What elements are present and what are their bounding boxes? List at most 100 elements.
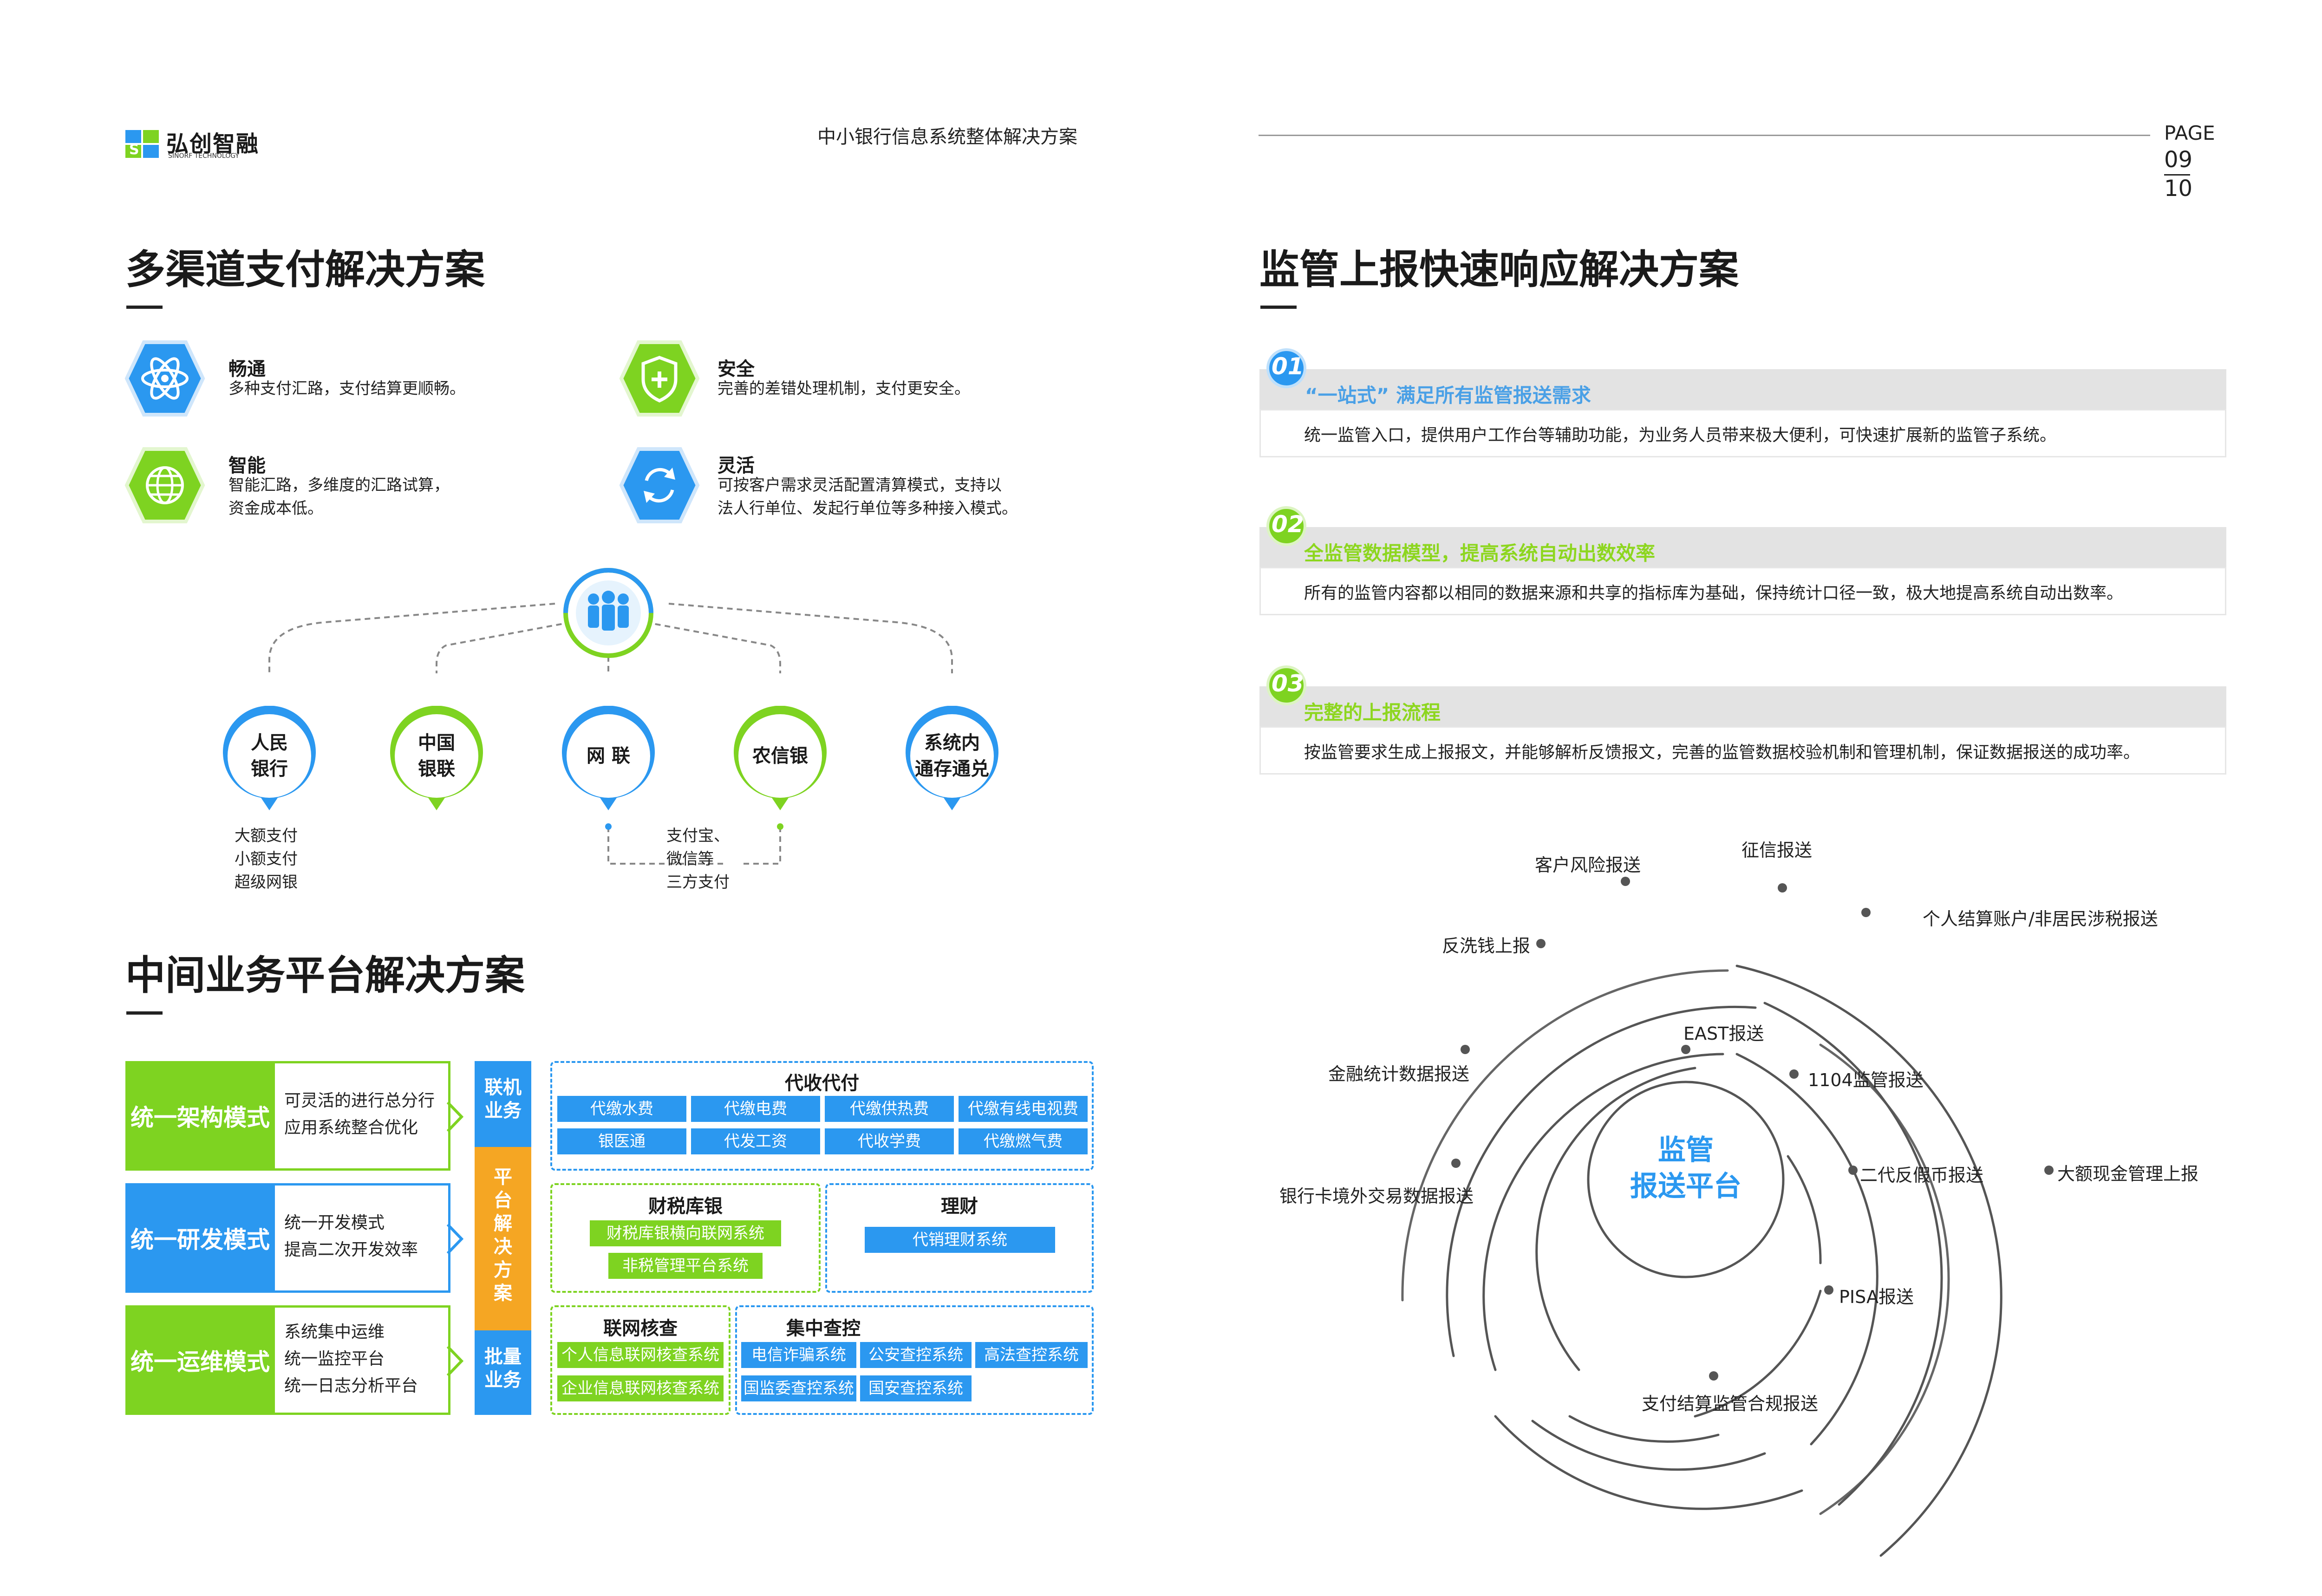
service-chip: 企业信息联网核查系统 — [557, 1375, 724, 1401]
channel-pin-icon — [906, 706, 998, 810]
number-badge-icon — [1266, 506, 1306, 546]
item-desc: 所有的监管内容都以相同的数据来源和共享的指标库为基础，保持统计口径一致，极大地提… — [1304, 584, 2124, 603]
channel-label: 系统内 通存通兑 — [915, 732, 989, 780]
page-number-left: 09 — [2164, 147, 2193, 173]
service-chip: 代缴有线电视费 — [959, 1096, 1088, 1122]
feature-desc: 完善的差错处理机制，支付更安全。 — [717, 379, 970, 398]
service-chip: 代缴供热费 — [825, 1096, 954, 1122]
platform-title-dash — [126, 1011, 163, 1015]
group-title: 财税库银 — [648, 1196, 723, 1217]
number-badge-icon — [1266, 348, 1306, 388]
item-number: 03 — [1272, 670, 1304, 697]
item-header-bar — [1259, 369, 2226, 409]
payment-title-dash — [126, 306, 163, 309]
channel-label: 网 联 — [587, 745, 630, 767]
group-title: 集中查控 — [786, 1318, 861, 1339]
globe-icon — [124, 447, 205, 523]
service-chip: 代收学费 — [825, 1128, 954, 1154]
service-chip: 代缴燃气费 — [959, 1128, 1088, 1154]
team-hub-icon — [563, 568, 653, 658]
page-number-divider — [2164, 174, 2190, 176]
page-label: PAGE — [2164, 122, 2215, 144]
service-chip: 公安查控系统 — [860, 1342, 972, 1368]
channel-pin-icon — [562, 706, 655, 810]
service-chip: 个人信息联网核查系统 — [557, 1342, 724, 1368]
channel-pin-icon — [223, 706, 316, 810]
ring-label: 客户风险报送 — [1535, 855, 1641, 875]
vertical-label-platform: 平 台 解 决 方 案 — [475, 1147, 531, 1330]
cycle-icon — [619, 447, 700, 523]
channel-pin-icon — [734, 706, 827, 810]
ring-label: 大额现金管理上报 — [2057, 1164, 2199, 1184]
vertical-label-batch: 批量 业务 — [475, 1330, 531, 1415]
group-jizhong — [735, 1305, 1094, 1415]
header-divider — [1259, 135, 2150, 136]
chevron-right-icon — [446, 1101, 464, 1133]
service-chip: 财税库银横向联网系统 — [590, 1220, 781, 1246]
mode-label: 统一运维模式 — [125, 1305, 275, 1415]
item-header-bar — [1259, 527, 2226, 567]
feature-desc: 多种支付汇路，支付结算更顺畅。 — [228, 379, 465, 398]
channel-pin-icon — [390, 706, 483, 810]
mode-desc: 统一开发模式 提高二次开发效率 — [284, 1213, 418, 1259]
service-chip: 银医通 — [557, 1128, 686, 1154]
ring-label: 金融统计数据报送 — [1328, 1064, 1470, 1084]
logo-mark-icon: S — [125, 130, 159, 158]
item-title: “一站式” 满足所有监管报送需求 — [1305, 384, 1591, 407]
group-daishou — [550, 1061, 1094, 1171]
platform-section-title: 中间业务平台解决方案 — [125, 952, 525, 999]
channel-note-third-party: 支付宝、 微信等 三方支付 — [666, 827, 730, 892]
vertical-label-online: 联机 业务 — [475, 1061, 531, 1147]
service-chip: 代缴水费 — [557, 1096, 686, 1122]
service-chip: 高法查控系统 — [975, 1342, 1088, 1368]
regulatory-title-dash — [1260, 306, 1297, 309]
brand-subtitle: SINORF TECHNOLOGY — [168, 152, 239, 160]
ring-label: EAST报送 — [1683, 1023, 1764, 1044]
page-number-right: 10 — [2164, 176, 2193, 202]
group-title: 联网核查 — [603, 1318, 678, 1339]
item-desc-box — [1259, 726, 2226, 775]
chevron-right-icon — [446, 1345, 464, 1377]
item-desc-box — [1259, 567, 2226, 615]
mode-label: 统一架构模式 — [125, 1061, 275, 1171]
service-chip: 代缴电费 — [691, 1096, 820, 1122]
service-chip: 代发工资 — [691, 1128, 820, 1154]
item-desc-box — [1259, 409, 2226, 457]
item-title: 全监管数据模型，提高系统自动出数效率 — [1304, 542, 1656, 565]
channel-label: 中国 银联 — [418, 732, 455, 780]
feature-name: 智能 — [228, 455, 266, 476]
ring-label: 支付结算监管合规报送 — [1642, 1394, 1819, 1414]
ring-label: 1104监管报送 — [1808, 1070, 1924, 1090]
ring-label: 银行卡境外交易数据报送 — [1279, 1186, 1474, 1206]
item-desc: 统一监管入口，提供用户工作台等辅助功能，为业务人员带来极大便利，可快速扩展新的监… — [1304, 426, 2057, 445]
item-header-bar — [1259, 686, 2226, 726]
group-title: 代收代付 — [785, 1073, 859, 1094]
mode-desc: 可灵活的进行总分行 应用系统整合优化 — [284, 1091, 435, 1137]
atom-icon — [124, 340, 205, 417]
feature-desc: 可按客户需求灵活配置清算模式，支持以 法人行单位、发起行单位等多种接入模式。 — [717, 476, 1018, 518]
item-desc: 按监管要求生成上报报文，并能够解析反馈报文，完善的监管数据校验机制和管理机制，保… — [1304, 743, 2140, 762]
group-licai — [825, 1183, 1094, 1293]
channel-label: 农信银 — [752, 745, 808, 767]
group-lianwang — [550, 1305, 731, 1415]
feature-name: 畅通 — [228, 358, 266, 380]
channel-label: 人民 银行 — [251, 732, 288, 780]
group-title: 理财 — [941, 1196, 978, 1217]
feature-desc: 智能汇路，多维度的汇路试算， 资金成本低。 — [228, 476, 450, 518]
ring-label: 二代反假币报送 — [1860, 1165, 1984, 1186]
brand-name: 弘创智融 — [166, 131, 260, 157]
svg-text:S: S — [129, 142, 139, 158]
shield-icon — [619, 340, 700, 417]
payment-section-title: 多渠道支付解决方案 — [125, 247, 485, 293]
ring-label: PISA报送 — [1839, 1287, 1914, 1307]
item-title: 完整的上报流程 — [1304, 701, 1441, 724]
service-chip: 国安查控系统 — [860, 1375, 972, 1401]
service-chip: 代销理财系统 — [865, 1227, 1055, 1253]
service-chip: 非税管理平台系统 — [608, 1253, 763, 1279]
item-number: 02 — [1272, 511, 1304, 538]
center-platform-label: 监管 报送平台 — [1630, 1134, 1742, 1203]
ring-label: 征信报送 — [1742, 840, 1813, 860]
feature-name: 灵活 — [717, 455, 755, 476]
document-title: 中小银行信息系统整体解决方案 — [817, 126, 1077, 148]
ring-label: 个人结算账户/非居民涉税报送 — [1923, 909, 2158, 929]
